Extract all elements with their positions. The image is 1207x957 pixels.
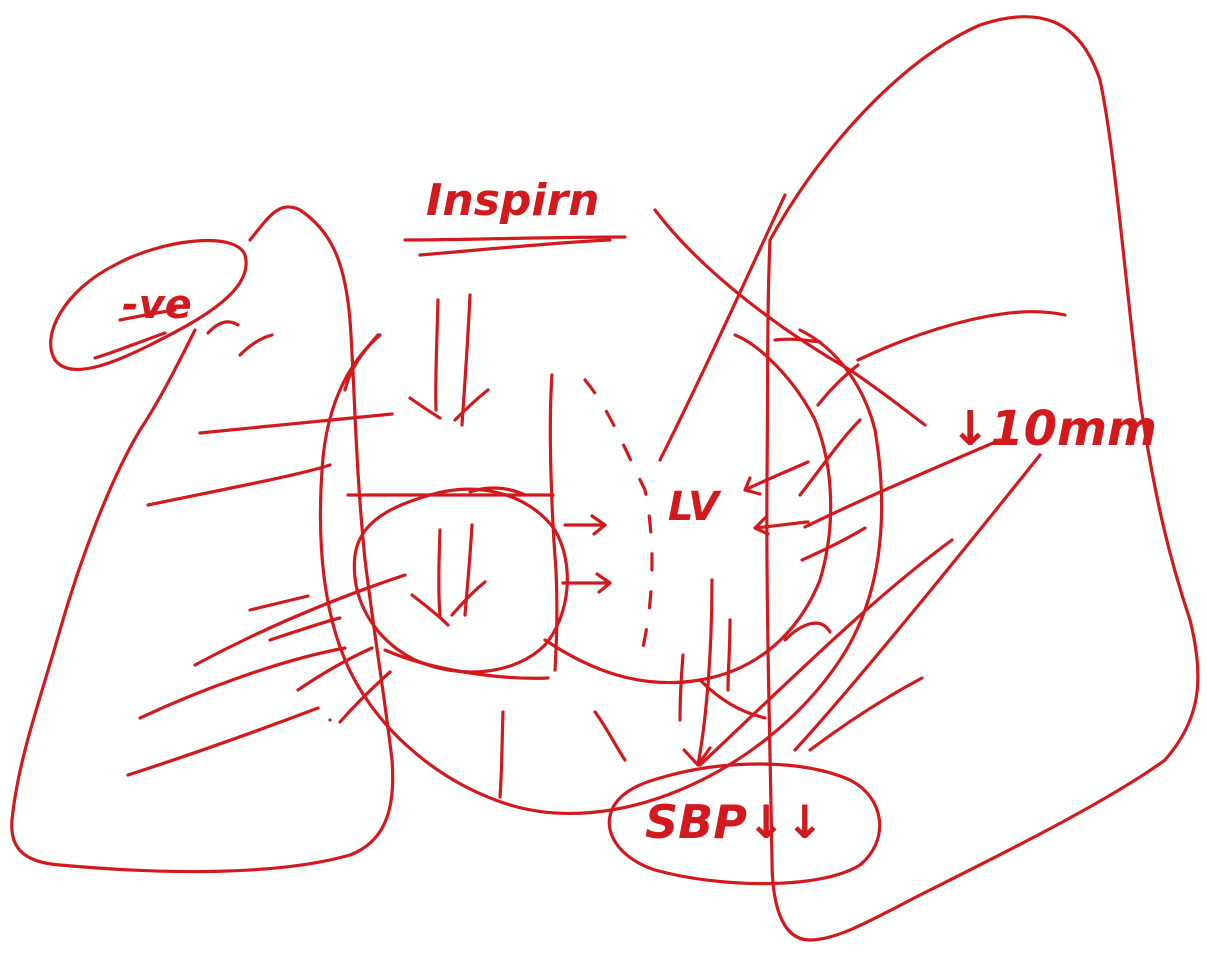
right-hatch-6 [802,528,865,560]
left-hatch-14 [240,335,272,355]
left-arrow-lv-1 [745,462,808,494]
bottom-hatch-2 [595,712,625,760]
ten-mm-label: ↓10mm [950,401,1157,457]
down-arrow-4 [452,525,485,615]
left-hatch-8 [128,708,318,775]
inspiration-label: Inspirn [426,175,600,226]
lv-label: LV [668,484,722,530]
bottom-hatch-1 [500,712,503,797]
heart-bottom-stroke [385,650,548,678]
tenmm-to-sbp-line [700,540,952,765]
right-lung-outline [767,17,1198,940]
negative-label: -ve [122,282,192,328]
left-hatch-3 [250,596,308,610]
lv-to-sbp-arrow [684,580,712,765]
left-arrow-lv-2 [755,518,808,534]
right-arrow-2 [563,574,610,592]
bottom-hatch-4 [728,620,730,690]
bottom-hatch-3 [680,655,683,720]
left-lung-outline [12,207,393,872]
left-hatch-7 [298,648,372,690]
down-arrow-1 [410,300,440,418]
pericardium-outline [320,330,881,813]
left-hatch-5 [270,618,340,640]
right-hatch-2 [818,365,858,405]
central-vertical-line [550,375,557,670]
left-hatch-2 [148,465,330,505]
inspiration-underline-2 [420,240,610,255]
inspiration-diagonal-line [655,210,925,425]
labels: Inspirn -ve LV ↓10mm SBP↓↓ [122,175,1157,849]
down-arrow-3 [412,530,448,625]
right-hatch-3 [775,339,820,342]
ink-strokes [12,17,1198,940]
left-hatch-11 [208,322,238,333]
sbp-label: SBP↓↓ [645,795,824,849]
down-arrow-2 [455,295,488,425]
left-hatch-1 [200,414,392,433]
right-arrow-1 [565,516,605,534]
right-hatch-1 [858,312,1065,360]
left-hatch-6 [140,648,345,718]
